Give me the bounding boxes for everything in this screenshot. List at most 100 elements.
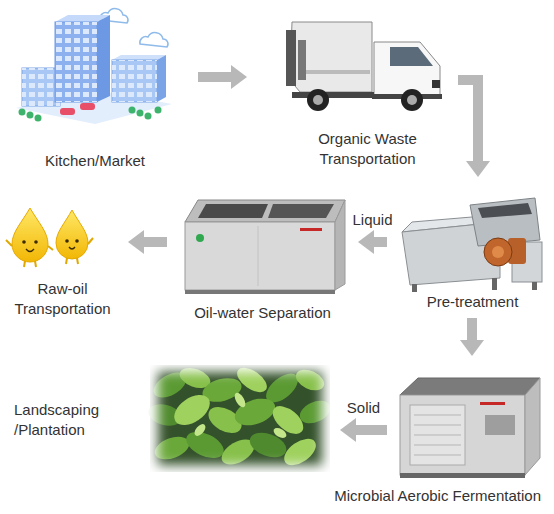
gear-hub — [492, 246, 504, 258]
flow-arrow — [144, 237, 167, 247]
separator-illustration — [185, 200, 345, 294]
process-stage: Kitchen/Market — [10, 5, 180, 171]
stage-caption: Kitchen/Market — [10, 151, 180, 171]
leaf — [182, 427, 228, 464]
vent — [414, 445, 461, 446]
eye — [34, 240, 38, 244]
flow-arrow — [356, 425, 387, 435]
tank-top — [185, 200, 345, 222]
process-stage: Raw-oil Transportation — [5, 205, 120, 319]
flow-arrow — [198, 72, 231, 82]
leaf — [296, 396, 333, 428]
mouth — [69, 247, 75, 249]
stage-caption: Organic Waste Transportation — [285, 129, 450, 169]
leaf — [152, 432, 193, 463]
leg — [66, 258, 67, 264]
windows — [112, 60, 157, 102]
building-side — [157, 55, 166, 102]
vent-panel — [410, 405, 465, 465]
process-stage: Landscaping /Plantation — [10, 362, 332, 474]
windows — [22, 68, 60, 106]
leaf-highlight — [233, 391, 248, 409]
tank-front — [185, 222, 335, 290]
hopper-mouth — [478, 203, 532, 218]
vent — [414, 435, 461, 436]
chassis — [292, 92, 374, 98]
oil-drop-illustration — [6, 208, 93, 267]
wheel — [307, 89, 329, 111]
low-building — [112, 60, 157, 102]
gear — [484, 238, 512, 266]
hopper — [470, 198, 540, 246]
base — [400, 473, 525, 478]
leg — [412, 284, 417, 292]
lift-arm — [298, 40, 306, 80]
logo-strip — [300, 228, 322, 231]
roof — [112, 55, 166, 60]
building-illustration — [16, 9, 172, 124]
vent — [414, 425, 461, 426]
low-building — [22, 68, 60, 106]
tree — [19, 109, 26, 116]
mouth — [26, 249, 34, 252]
leaf-highlight — [272, 426, 288, 440]
building-side — [97, 15, 110, 102]
leg — [24, 261, 25, 267]
control-panel — [485, 415, 515, 435]
flow-label: Liquid — [349, 211, 395, 229]
process-stage: Organic Waste Transportation — [285, 5, 450, 169]
cab-window — [390, 47, 433, 66]
wheel — [401, 89, 423, 111]
tank-side — [335, 200, 345, 290]
leaf-highlight — [192, 422, 207, 438]
leg — [35, 261, 36, 267]
leg — [532, 282, 537, 290]
leaf — [280, 433, 321, 470]
tree — [35, 115, 42, 122]
stage-caption: Landscaping /Plantation — [14, 400, 118, 440]
leaf — [233, 363, 271, 397]
tree — [155, 107, 162, 114]
truck-body — [290, 22, 372, 92]
leaf — [293, 366, 328, 395]
stripe — [306, 70, 370, 74]
eye — [75, 239, 79, 243]
hub — [407, 95, 417, 105]
tall-building — [55, 22, 97, 102]
tree — [137, 110, 144, 117]
plant-photo — [146, 363, 334, 472]
truck-illustration — [286, 22, 442, 111]
rear-door — [286, 30, 296, 86]
process-stage: Microbial Aerobic Fermentation — [395, 362, 545, 505]
vent — [414, 455, 461, 456]
machine-top — [400, 378, 540, 395]
oil-drop — [56, 210, 88, 259]
pretreatment-illustration — [402, 198, 542, 292]
process-stage: Pre-treatment — [395, 185, 550, 312]
flow-arrow — [458, 80, 478, 161]
machine-front — [400, 395, 525, 475]
leg — [492, 278, 497, 290]
leg — [77, 258, 78, 264]
cloud — [140, 33, 168, 47]
stage-caption: Microbial Aerobic Fermentation — [334, 486, 541, 506]
windows — [55, 22, 97, 102]
seam — [258, 226, 259, 286]
flow-label: Solid — [344, 399, 383, 417]
process-stage: Oil-water Separation — [175, 185, 350, 323]
arm — [6, 240, 12, 246]
oil-drop — [12, 208, 48, 262]
truck-cab — [374, 42, 440, 96]
flow-arrow — [467, 318, 477, 340]
stage-caption: Raw-oil Transportation — [5, 279, 120, 319]
tree — [27, 112, 34, 119]
eye — [65, 239, 69, 243]
button — [196, 234, 204, 242]
tree — [129, 107, 136, 114]
stage-caption: Oil-water Separation — [175, 303, 350, 323]
flow-arrow — [374, 237, 387, 247]
vent — [414, 415, 461, 416]
tree — [145, 113, 152, 120]
logo-strip — [480, 402, 505, 405]
